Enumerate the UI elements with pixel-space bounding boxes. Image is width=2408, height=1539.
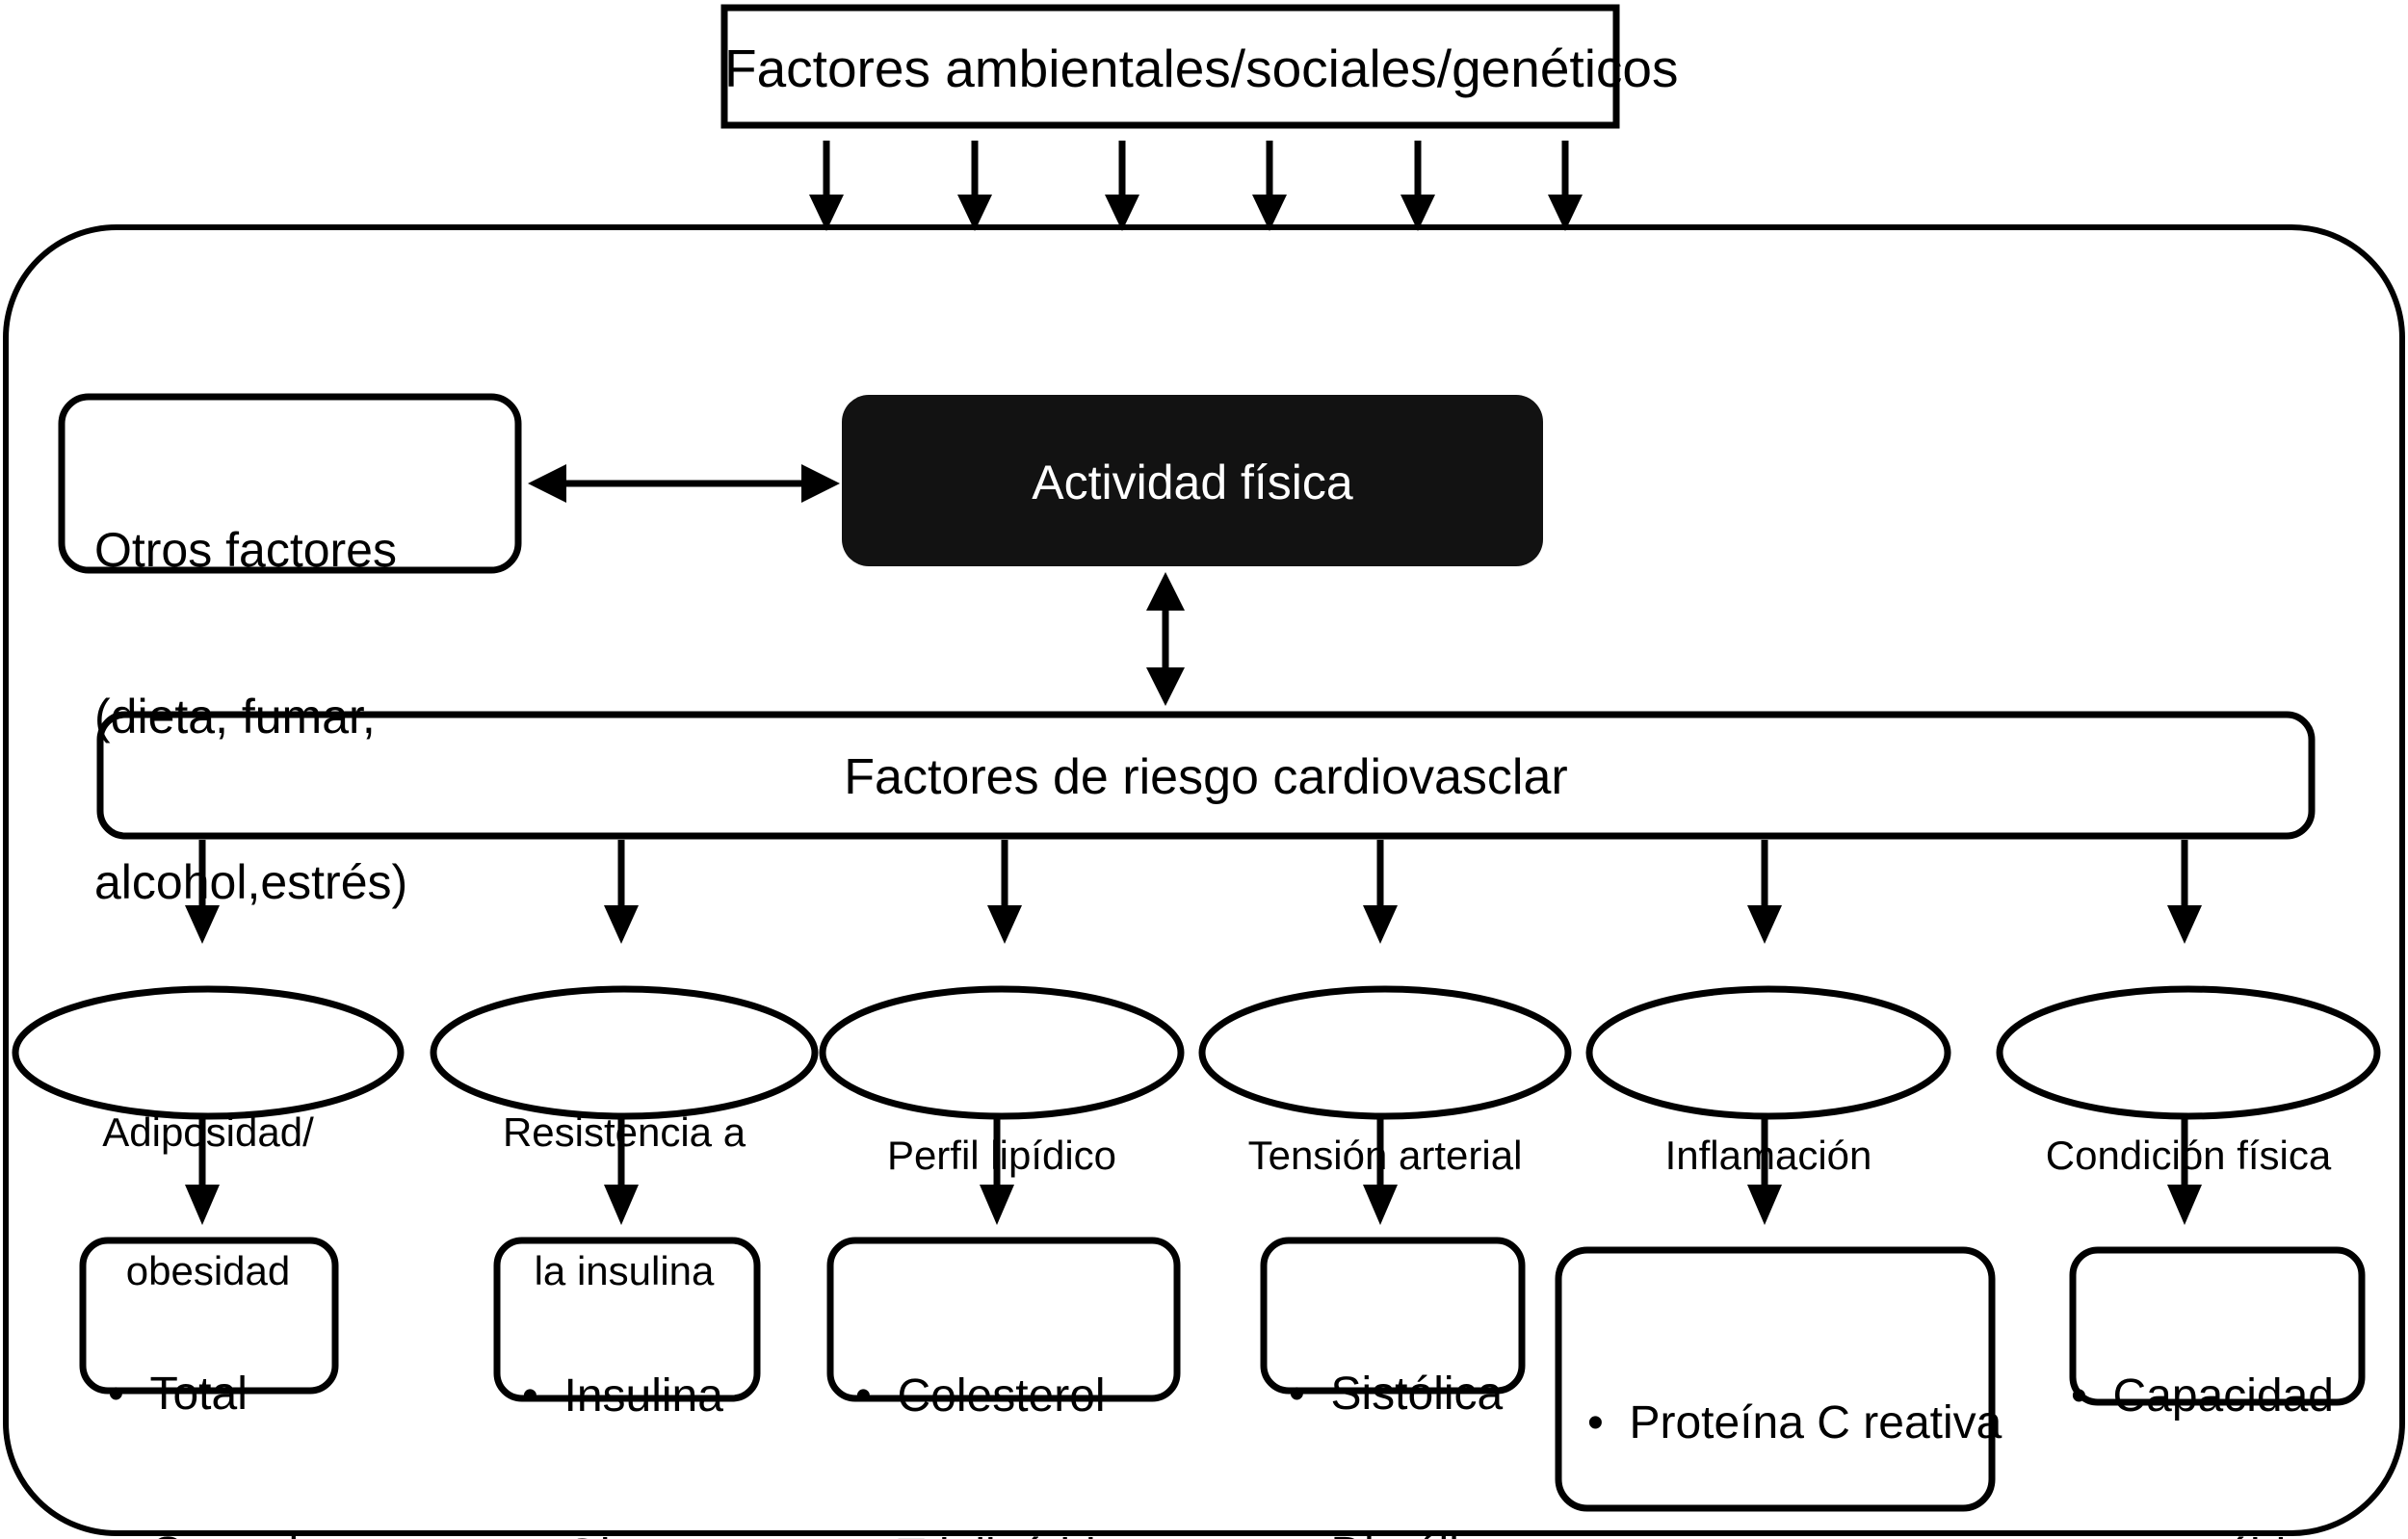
list-item: Diatólica	[1289, 1527, 1530, 1539]
bar-arrow-3	[987, 840, 1022, 944]
ellipse-label-1-line-1: Adiposidad/	[102, 1109, 314, 1155]
physical-activity-box-fill	[842, 395, 1543, 566]
bar-arrow-5	[1747, 840, 1782, 944]
leaf-box-6-line-2: aeróbica	[2158, 1530, 2335, 1539]
ellipse-label-2-line-2: la insulina	[534, 1248, 715, 1294]
physical-activity-label: Actividad física	[1032, 456, 1353, 509]
list-item: Triglicéridos	[855, 1529, 1183, 1539]
other-factors-box-text: Otros factores (dieta, fumar, alcohol,es…	[94, 412, 509, 1022]
title-box-outline	[720, 4, 1620, 129]
bar-arrow-group	[185, 840, 2202, 944]
ellipse-label-6: Condición física	[2000, 1039, 2377, 1271]
leaf-arrow-1	[185, 1117, 220, 1225]
ellipse-label-4-line-1: Tensión arterial	[1247, 1132, 1523, 1178]
bidirectional-horizontal-arrow	[528, 464, 840, 503]
top-arrow-2	[957, 141, 992, 231]
ellipse-label-3-line-1: Perfil lipídico	[886, 1132, 1117, 1178]
other-factors-line-3: alcohol,estrés)	[94, 855, 408, 909]
ellipse-outline-4	[1198, 985, 1572, 1120]
ellipse-label-6-line-1: Condición física	[2045, 1132, 2332, 1178]
top-arrow-5	[1400, 141, 1435, 231]
top-arrow-3	[1105, 141, 1139, 231]
leaf-box-list-1: Total Central	[108, 1262, 339, 1539]
leaf-arrow-4	[1363, 1117, 1398, 1225]
leaf-arrow-3	[980, 1117, 1014, 1225]
ellipse-label-5: Inflamación	[1589, 1039, 1948, 1271]
leaf-box-list-2: Insulina Glucosa	[522, 1264, 763, 1539]
leaf-arrow-2	[604, 1117, 639, 1225]
ellipse-label-2: Resistencia a la insulina	[433, 1016, 815, 1388]
list-item: Sistólica	[1289, 1368, 1530, 1421]
list-item: Insulina	[522, 1369, 763, 1422]
leaf-box-list-6: Capacidad aeróbica	[2071, 1264, 2350, 1539]
ellipse-label-2-line-1: Resistencia a	[502, 1109, 746, 1155]
bar-arrow-1	[185, 840, 220, 944]
bar-arrow-2	[604, 840, 639, 944]
leaf-box-list-5: Proteína C reativa Fibrinógeno C3, C4 IL…	[1587, 1269, 2002, 1539]
ellipse-label-5-line-1: Inflamación	[1664, 1132, 1872, 1178]
ellipse-label-3: Perfil lipídico	[823, 1039, 1181, 1271]
ellipse-outline-5	[1585, 985, 1951, 1120]
top-arrow-1	[809, 141, 844, 231]
risk-factors-bar-outline	[96, 711, 2316, 840]
leaf-arrow-5	[1747, 1117, 1782, 1225]
other-factors-box-outline	[58, 393, 522, 574]
outer-container-outline	[3, 224, 2405, 1536]
ellipse-outline-1	[12, 985, 405, 1120]
ellipse-label-4: Tensión arterial	[1202, 1039, 1568, 1271]
top-arrow-group	[809, 141, 1583, 231]
list-item-continuation: aeróbica	[2071, 1529, 2350, 1539]
other-factors-line-1: Otros factores	[94, 523, 397, 577]
list-item: Central	[108, 1527, 339, 1539]
leaf-box-list-3: Colesterol Triglicéridos	[855, 1264, 1183, 1539]
other-factors-line-2: (dieta, fumar,	[94, 689, 376, 743]
bidirectional-vertical-arrow	[1146, 572, 1185, 706]
bar-arrow-4	[1363, 840, 1398, 944]
ellipse-label-1: Adiposidad/ obesidad	[15, 1016, 401, 1388]
title-box-label: Factores ambientales/sociales/genéticos	[724, 39, 1679, 98]
list-item: Capacidad	[2071, 1369, 2350, 1422]
list-item: Proteína C reativa	[1587, 1393, 2002, 1454]
risk-factors-bar-label: Factores de riesgo cardiovasclar	[844, 749, 1568, 805]
ellipse-label-1-line-2: obesidad	[125, 1248, 291, 1294]
list-item: Total	[108, 1368, 339, 1421]
leaf-arrow-group	[185, 1117, 2202, 1225]
bar-arrow-6	[2167, 840, 2202, 944]
ellipse-outline-6	[1996, 985, 2381, 1120]
leaf-box-list-4: Sistólica Diatólica	[1289, 1262, 1530, 1539]
leaf-arrow-6	[2167, 1117, 2202, 1225]
list-item: Colesterol	[855, 1369, 1183, 1422]
list-item: Glucosa	[522, 1529, 763, 1539]
top-arrow-4	[1252, 141, 1287, 231]
ellipse-outline-3	[819, 985, 1185, 1120]
ellipse-outline-2	[430, 985, 819, 1120]
top-arrow-6	[1548, 141, 1583, 231]
